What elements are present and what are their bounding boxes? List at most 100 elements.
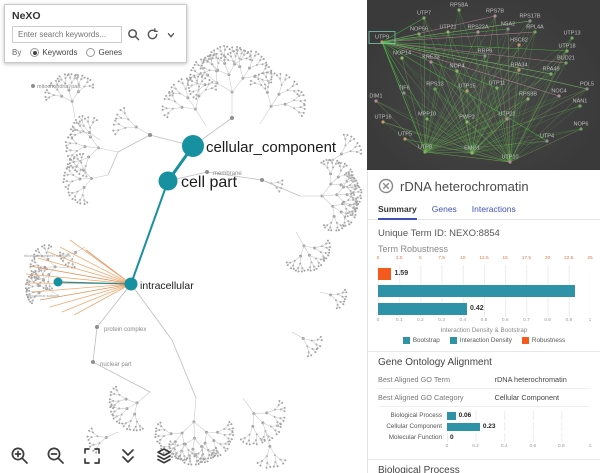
legend-item: Bootstrap (402, 337, 440, 344)
app-title: NeXO (12, 10, 41, 22)
divider (368, 459, 600, 460)
search-panel: NeXO (4, 4, 187, 63)
gene-node[interactable]: RRP9 (478, 49, 493, 55)
zoom-out-button[interactable] (42, 443, 69, 468)
ontology-node[interactable] (53, 277, 63, 287)
gene-node[interactable]: NSA2 (501, 22, 515, 28)
tab-interactions[interactable]: Interactions (471, 204, 516, 214)
gene-node[interactable]: NOP56 (410, 27, 428, 33)
tree-label: mitochondrial part (37, 84, 81, 90)
gene-node[interactable]: UTP22 (498, 112, 515, 118)
legend-item: Robustness (521, 337, 565, 344)
ontology-node[interactable] (158, 171, 178, 191)
tab-summary[interactable]: Summary (378, 201, 417, 220)
robustness-legend: Bootstrap Interaction Density Robustness (378, 337, 590, 344)
tree-label: ribosomal subunit (28, 293, 60, 298)
gene-node[interactable]: POL5 (580, 82, 594, 88)
radio-genes[interactable]: Genes (86, 48, 122, 57)
unique-term-id: Unique Term ID: NEXO:8854 (378, 228, 500, 239)
gene-node[interactable]: NAN1 (573, 99, 588, 105)
gene-node[interactable]: UTP13 (563, 31, 580, 37)
search-icon[interactable] (125, 27, 141, 43)
go-alignment-title: Gene Ontology Alignment (378, 357, 492, 368)
gene-node[interactable]: UTP7 (417, 11, 431, 17)
gene-node[interactable]: NOP6 (574, 122, 589, 128)
bar-interaction-density (378, 302, 468, 315)
gene-node[interactable]: UTP4 (540, 134, 554, 140)
gene-node[interactable]: NOC4 (551, 89, 566, 95)
fit-to-screen-button[interactable] (78, 443, 105, 468)
search-by-options: Keywords Genes (30, 48, 122, 57)
tree-label[interactable]: cell part (181, 174, 238, 191)
gene-node[interactable]: NOP4 (450, 64, 465, 70)
tab-genes[interactable]: Genes (431, 204, 457, 214)
zoom-in-button[interactable] (6, 443, 33, 468)
gene-node[interactable]: TIF6 (398, 86, 409, 92)
gene-node[interactable]: UTP21 (439, 25, 456, 31)
tree-label: membrane (213, 171, 242, 177)
bar-robustness (378, 267, 392, 280)
gene-node[interactable]: DIM1 (369, 94, 382, 100)
gene-node[interactable]: RPS13 (426, 82, 443, 88)
divider (368, 351, 600, 352)
tree-label: protein complex (104, 327, 146, 333)
ontology-node[interactable] (124, 277, 138, 291)
gene-node[interactable]: RPS7B (486, 9, 504, 15)
tree-label[interactable]: cellular_component (206, 139, 337, 156)
gene-node[interactable]: UTP5 (398, 132, 412, 138)
legend-item: Interaction Density (449, 337, 512, 344)
gene-node[interactable]: KRE33 (422, 55, 439, 61)
gene-node[interactable]: UTP8 (418, 145, 432, 151)
view-controls (6, 443, 177, 468)
biological-process-title: Biological Process (378, 465, 460, 473)
gene-node[interactable]: RPS17B (519, 14, 540, 20)
gene-node[interactable]: RPA34 (510, 63, 527, 69)
gene-node[interactable]: NOP14 (393, 51, 411, 57)
gene-node[interactable]: RPA49 (542, 67, 559, 73)
gene-node[interactable]: PWP2 (459, 115, 475, 121)
gene-node[interactable]: RPS8A (450, 3, 468, 9)
ontology-node[interactable] (182, 135, 204, 157)
search-by-row: By Keywords Genes (12, 48, 179, 57)
tree-label: ribonucleoprotein complex (24, 253, 71, 258)
gene-node[interactable]: UTP16 (374, 115, 391, 121)
search-input[interactable] (12, 26, 122, 43)
gene-node[interactable]: RPL4A (526, 25, 544, 31)
tree-label[interactable]: intracellular (140, 280, 194, 292)
layers-button[interactable] (150, 443, 177, 468)
gene-node[interactable]: UTP9 (375, 35, 389, 41)
gene-node[interactable]: RPS22A (467, 25, 488, 31)
gene-node[interactable]: EMG1 (464, 146, 480, 152)
gene-node[interactable]: UTP10 (501, 155, 518, 161)
by-label: By (12, 48, 22, 57)
collapse-button[interactable] (114, 443, 141, 468)
gene-node[interactable]: UTP15 (458, 84, 475, 90)
gene-node[interactable]: RPS9B (519, 92, 537, 98)
gene-node[interactable]: UTP18 (558, 44, 575, 50)
reset-icon[interactable] (144, 27, 160, 43)
gene-node[interactable]: MPP10 (418, 112, 436, 118)
chevron-down-icon[interactable] (163, 27, 179, 43)
term-title: rDNA heterochromatin (400, 178, 529, 194)
gene-node[interactable]: BUD21 (557, 56, 575, 62)
radio-keywords[interactable]: Keywords (30, 48, 77, 57)
gene-node[interactable]: HSC82 (510, 38, 528, 44)
detail-tabs: Summary Genes Interactions (368, 197, 600, 220)
gene-node[interactable]: UTP11 (489, 81, 506, 87)
close-icon[interactable] (378, 178, 394, 194)
